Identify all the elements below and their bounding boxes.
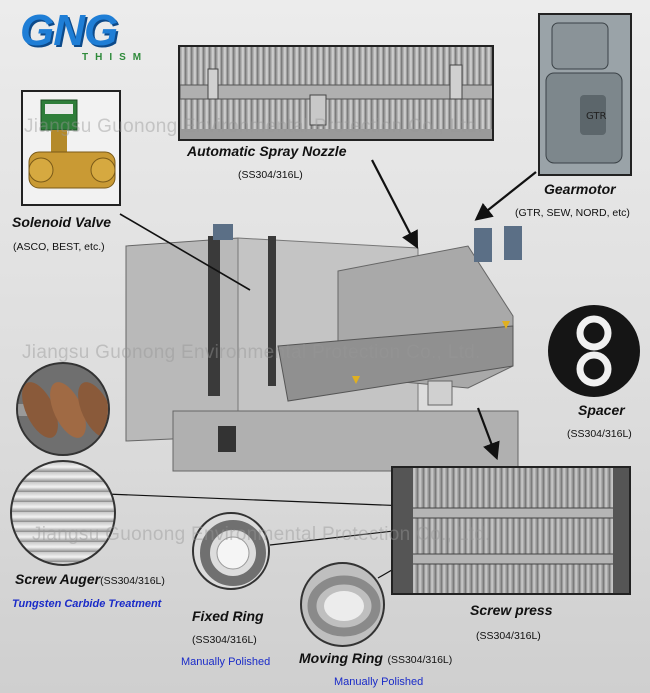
company-logo: GNG THISM	[20, 6, 170, 70]
moving-ring-note: Manually Polished	[334, 676, 424, 688]
spacer-material: (SS304/316L)	[567, 428, 632, 440]
solenoid-valve-photo	[21, 90, 121, 206]
screw-auger-photo	[16, 362, 110, 456]
screw-auger-label: Screw Auger(SS304/316L)	[15, 571, 165, 589]
solenoid-valve-brands: (ASCO, BEST, etc.)	[13, 241, 105, 253]
spray-nozzle-photo	[178, 45, 494, 141]
spray-nozzle-material: (SS304/316L)	[238, 169, 303, 181]
moving-ring-title: Moving Ring	[299, 650, 383, 666]
watermark-1: Jiangsu Guonong Environmental Protection…	[24, 116, 483, 137]
spacer-photo	[548, 305, 640, 397]
moving-ring-material: (SS304/316L)	[387, 654, 453, 666]
screw-auger-closeup	[10, 460, 116, 566]
screw-press-title: Screw press	[470, 602, 553, 618]
moving-ring-photo	[300, 562, 385, 647]
fixed-ring-photo	[192, 512, 270, 590]
screw-auger-title: Screw Auger	[15, 571, 101, 587]
solenoid-valve-title: Solenoid Valve	[12, 214, 112, 230]
fixed-ring-note: Manually Polished	[181, 656, 271, 668]
watermark-3: Jiangsu Guonong Environmental Protection…	[32, 524, 491, 545]
gearmotor-brands: (GTR, SEW, NORD, etc)	[515, 207, 630, 219]
screw-auger-note: Tungsten Carbide Treatment	[12, 598, 162, 610]
svg-text:GTR: GTR	[586, 111, 607, 122]
screw-auger-material: (SS304/316L)	[100, 575, 165, 587]
moving-ring-label: Moving Ring (SS304/316L)	[299, 650, 452, 668]
gearmotor-title: Gearmotor	[544, 181, 616, 197]
spacer-title: Spacer	[578, 402, 625, 418]
fixed-ring-title: Fixed Ring	[192, 608, 264, 624]
gearmotor-photo: GTR	[538, 13, 632, 176]
logo-sub: THISM	[82, 52, 149, 63]
screw-press-material: (SS304/316L)	[476, 630, 541, 642]
fixed-ring-material: (SS304/316L)	[192, 634, 257, 646]
logo-main: GNG	[20, 6, 118, 55]
spray-nozzle-title: Automatic Spray Nozzle	[187, 143, 347, 159]
watermark-2: Jiangsu Guonong Environmental Protection…	[22, 342, 481, 363]
line-screw-auger	[105, 493, 409, 507]
screw-press-photo	[391, 466, 631, 595]
